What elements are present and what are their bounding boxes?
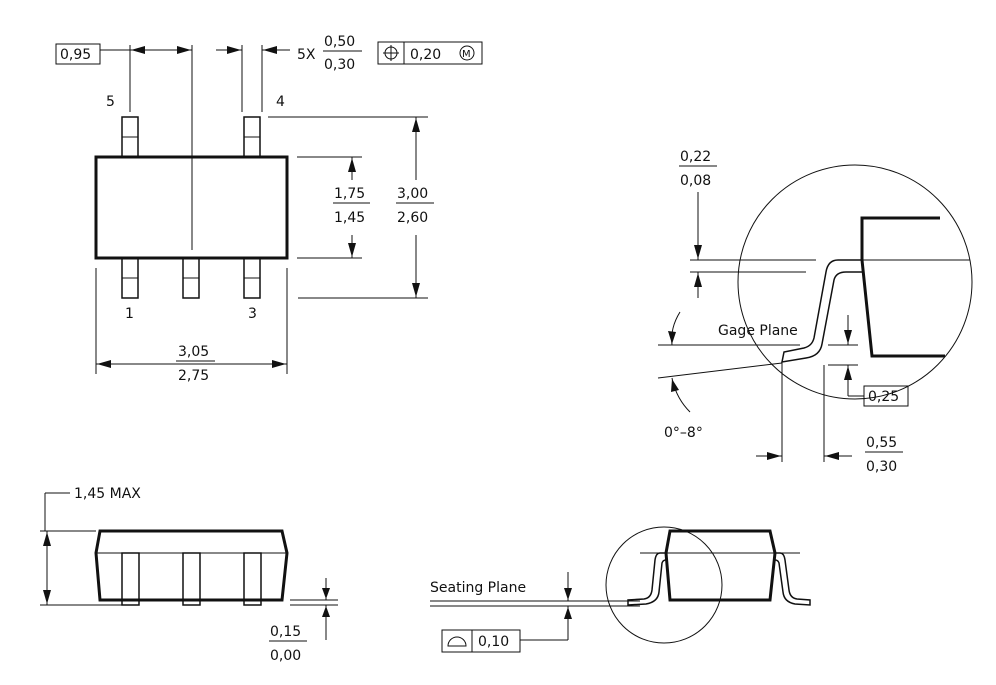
gull-wing-lead	[781, 259, 862, 363]
pin-label-3: 3	[248, 306, 257, 322]
lead-thickness-min: 0,08	[680, 173, 711, 189]
coplanarity-frame	[441, 629, 521, 653]
side-view: 1,45 MAX 0,15 0,00	[40, 486, 338, 664]
position-tolerance-value: 0,20	[410, 47, 441, 63]
end-lead-left	[627, 552, 667, 606]
overall-width-max: 3,00	[397, 186, 428, 202]
pin-label-4: 4	[276, 94, 285, 110]
lead-width-min: 0,30	[324, 57, 355, 73]
gage-height-box	[863, 385, 909, 407]
standoff-max: 0,15	[270, 624, 301, 640]
position-tolerance-frame	[377, 41, 483, 65]
profile-surface-icon	[447, 636, 467, 647]
end-lead-right	[774, 552, 811, 606]
body-length-max: 3,05	[178, 344, 209, 360]
mmc-symbol-icon	[459, 45, 475, 61]
package-body-detail	[860, 216, 945, 358]
package-body-side	[94, 529, 289, 602]
side-lead-3	[243, 552, 262, 606]
lead-thickness-max: 0,22	[680, 149, 711, 165]
mmc-symbol: M	[462, 49, 471, 60]
lead-count-prefix: 5X	[297, 47, 316, 63]
foot-length-min: 0,30	[866, 459, 897, 475]
top-view: 5 4 1 3 0,95 5X 0,50 0,30 0,20 M	[55, 34, 483, 384]
body-length-min: 2,75	[178, 368, 209, 384]
detail-circle	[737, 164, 973, 400]
body-width-max: 1,75	[334, 186, 365, 202]
side-lead-1	[121, 552, 140, 606]
gage-height-value: 0,25	[868, 389, 899, 405]
height-max-label: 1,45 MAX	[74, 486, 141, 502]
pin-label-5: 5	[106, 94, 115, 110]
side-lead-2	[182, 552, 201, 606]
standoff-min: 0,00	[270, 648, 301, 664]
pitch-box	[55, 43, 101, 65]
detail-view: 0,22 0,08 Gage Plane 0,25 0°–8°	[657, 149, 973, 475]
end-view: Seating Plane 0,10	[430, 526, 811, 653]
pitch-value: 0,95	[60, 47, 91, 63]
angle-label: 0°–8°	[664, 425, 703, 441]
seating-plane-label: Seating Plane	[430, 580, 526, 596]
package-body-end	[664, 529, 777, 602]
gage-plane-label: Gage Plane	[718, 323, 798, 339]
foot-length-max: 0,55	[866, 435, 897, 451]
body-width-min: 1,45	[334, 210, 365, 226]
coplanarity-value: 0,10	[478, 634, 509, 650]
overall-width-min: 2,60	[397, 210, 428, 226]
lead-width-max: 0,50	[324, 34, 355, 50]
pin-label-1: 1	[125, 306, 134, 322]
end-detail-circle	[605, 526, 723, 644]
seating-line	[657, 362, 783, 379]
